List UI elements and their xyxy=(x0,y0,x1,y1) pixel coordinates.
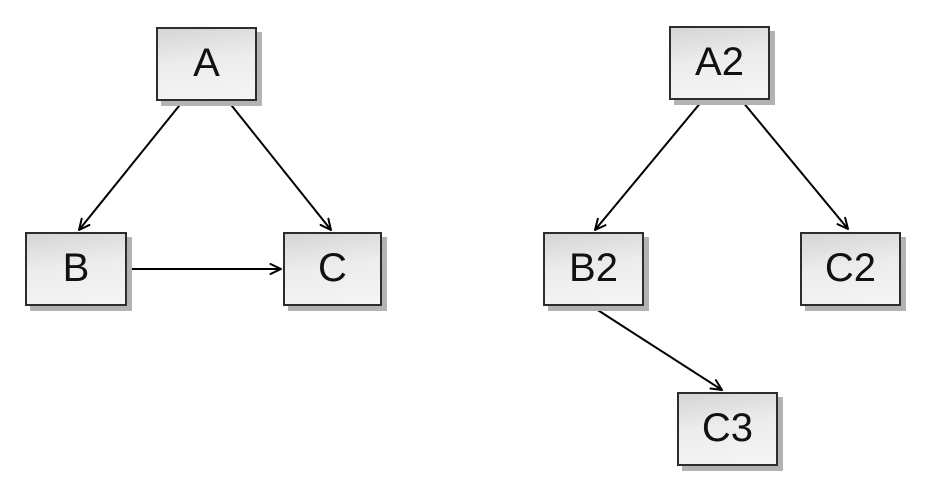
node-a-label: A xyxy=(193,41,220,85)
node-c3[interactable]: C3 xyxy=(677,392,778,466)
node-c-label: C xyxy=(318,246,347,290)
edge-a-c[interactable] xyxy=(227,100,332,231)
node-b[interactable]: B xyxy=(25,232,127,306)
node-a[interactable]: A xyxy=(156,27,257,101)
node-b2-label: B2 xyxy=(569,246,618,290)
node-c[interactable]: C xyxy=(283,232,382,306)
edge-a-b[interactable] xyxy=(78,100,184,231)
edge-b2-c3[interactable] xyxy=(592,306,723,391)
node-c3-label: C3 xyxy=(701,406,754,450)
edge-a2-b2[interactable] xyxy=(594,100,703,231)
edge-a2-c2[interactable] xyxy=(741,100,849,230)
node-b-label: B xyxy=(62,246,90,290)
node-c2-label: C2 xyxy=(824,246,877,290)
node-a2-label: A2 xyxy=(695,40,744,84)
node-a2[interactable]: A2 xyxy=(669,26,770,100)
node-c2[interactable]: C2 xyxy=(800,232,901,306)
node-b2[interactable]: B2 xyxy=(543,232,644,306)
